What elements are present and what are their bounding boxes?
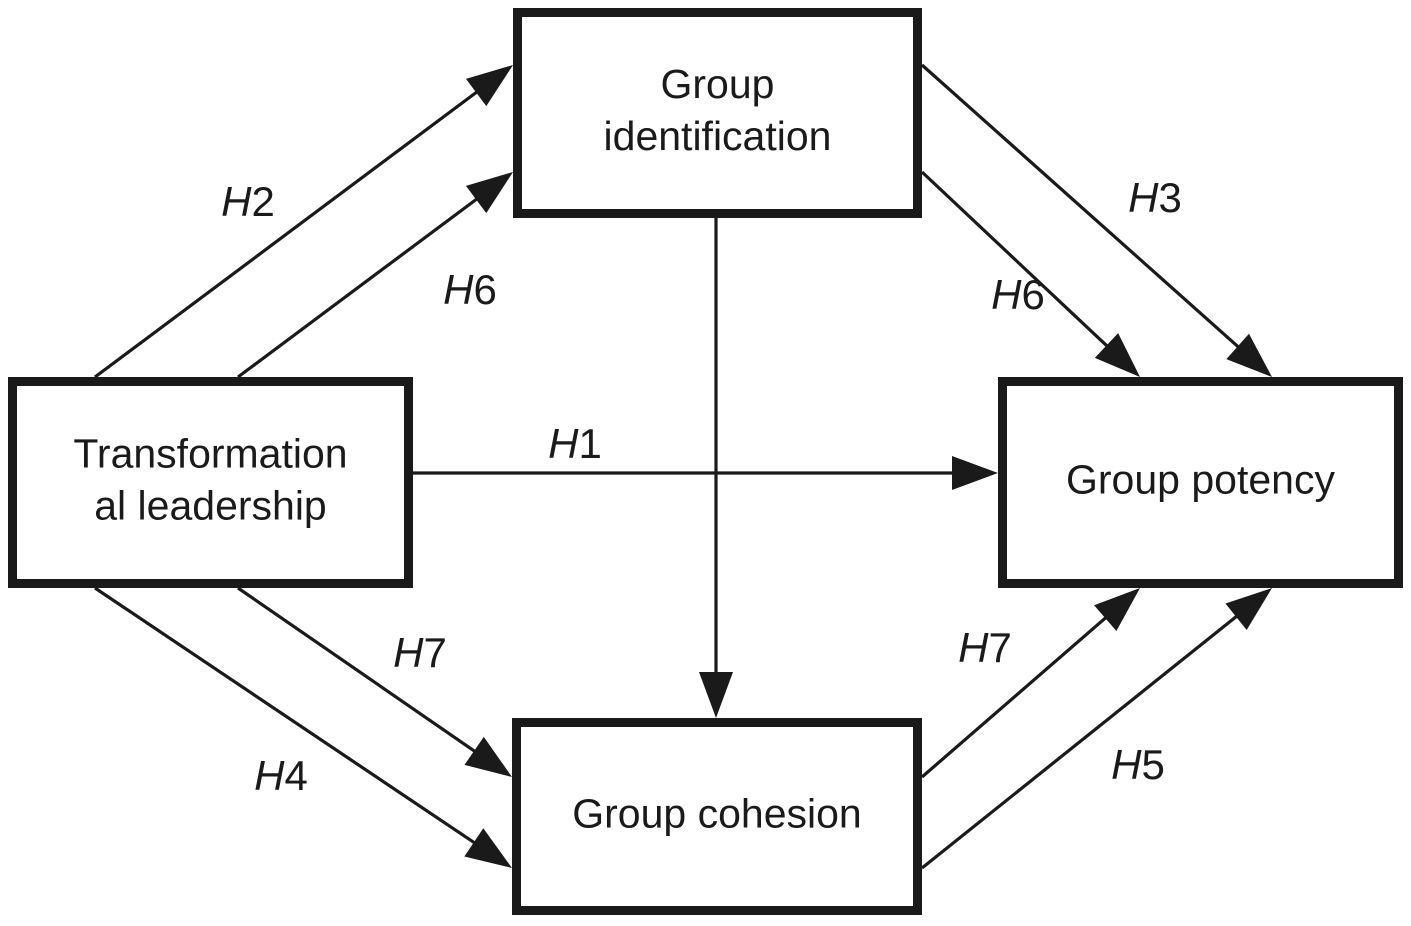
arrowhead-icon [465,65,513,107]
edge-label-h6-left: H6 [443,266,497,313]
node-label: Group potency [1066,456,1335,502]
node-label: Transformation [73,430,347,476]
edge-label-h7-right: H7 [958,624,1012,671]
node-group-identification[interactable]: Group identification [513,8,922,218]
arrowhead-icon [464,828,512,868]
edge-h6-right [920,170,1140,377]
node-label: al leadership [94,482,327,528]
arrowhead-icon [952,456,998,490]
node-label: Group cohesion [572,790,861,836]
edge-line [920,63,1258,365]
edge-line [237,183,498,379]
node-label: identification [604,113,832,159]
edge-line [237,586,496,767]
node-box[interactable] [512,718,922,915]
node-group-potency[interactable]: Group potency [998,377,1403,588]
arrowhead-icon [1094,588,1140,631]
edge-line [920,600,1126,779]
arrowhead-icon [1094,333,1140,377]
edge-h6-left [237,172,513,379]
arrowhead-icon [1226,333,1272,377]
edge-h1 [413,456,998,490]
edge-h4 [94,586,512,868]
edge-label-h2: H2 [221,178,275,225]
edge-h2 [94,65,513,379]
arrowhead-icon [464,736,512,777]
edge-line [94,76,498,379]
node-group-cohesion[interactable]: Group cohesion [512,718,922,915]
edge-label-h3: H3 [1128,174,1182,221]
edge-label-h6-right: H6 [991,271,1045,318]
edge-h3 [920,63,1272,377]
edge-line [921,599,1257,870]
edge-line [94,586,496,858]
arrowhead-icon [1225,588,1272,631]
edge-label-h4: H4 [254,752,308,799]
edges-layer [94,63,1272,870]
edge-label-h1: H1 [548,420,602,467]
node-label: Group [661,61,775,107]
node-box[interactable] [513,8,922,218]
edge-label-h5: H5 [1111,741,1165,788]
edge-label-h7-left: H7 [393,629,447,676]
node-transformational-leadership[interactable]: Transformation al leadership [8,377,413,588]
node-box[interactable] [8,377,413,588]
edge-identification-to-cohesion [699,218,733,718]
edge-h5 [921,588,1272,870]
edge-h7-left [237,586,512,777]
arrowhead-icon [699,672,733,718]
arrowhead-icon [465,172,513,214]
edge-h7-right [920,588,1140,779]
node-box[interactable] [998,377,1403,588]
edge-line [920,170,1127,364]
